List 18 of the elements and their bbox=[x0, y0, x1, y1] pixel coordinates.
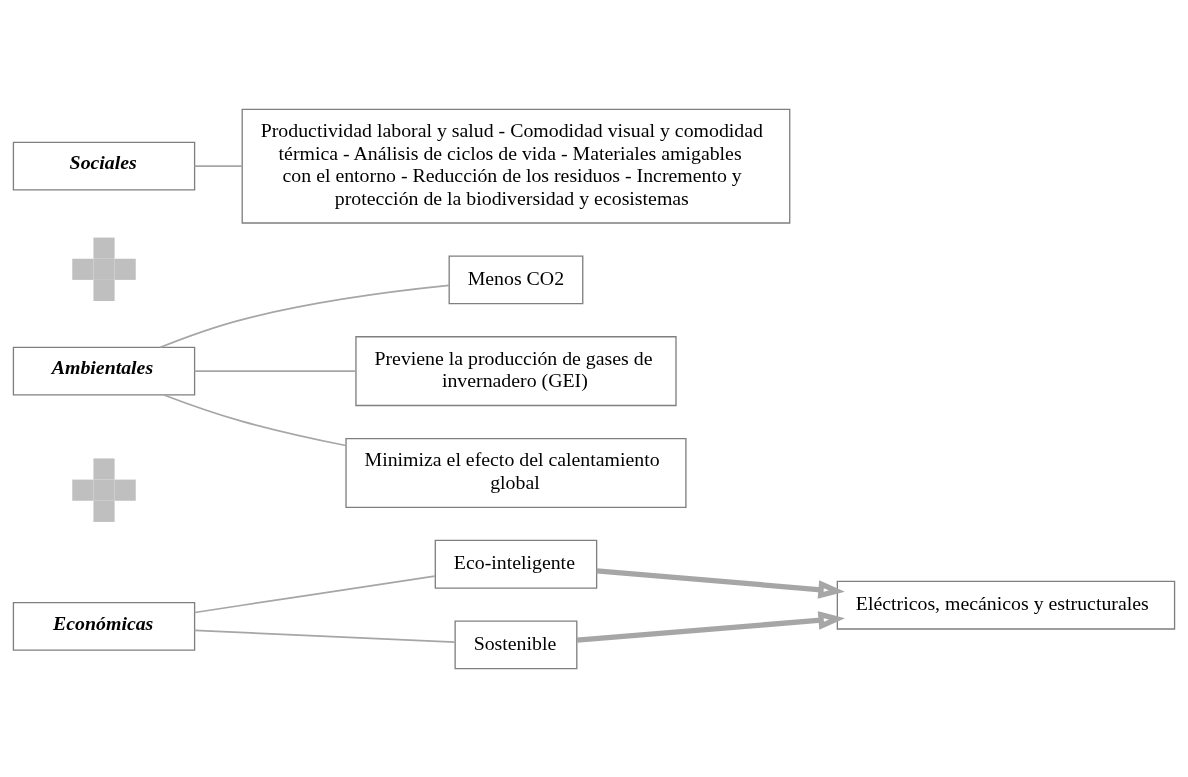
connector bbox=[163, 393, 347, 446]
connector bbox=[159, 284, 450, 348]
connector bbox=[193, 164, 244, 167]
node-box: Ambientales bbox=[12, 346, 196, 396]
connector bbox=[193, 574, 436, 613]
node-box: Previene la producción de gases de invernadero (GEI) bbox=[355, 335, 677, 406]
node-box: Eléctricos, mecánicos y estructurales bbox=[836, 580, 1176, 630]
arrow bbox=[596, 567, 845, 599]
node-box: Económicas bbox=[12, 601, 196, 651]
connector bbox=[193, 369, 357, 372]
node-box: Sociales bbox=[12, 141, 196, 191]
node-box: Menos CO2 bbox=[448, 254, 584, 304]
node-box: Eco-inteligente bbox=[434, 539, 598, 589]
node-box: Productividad laboral y salud - Comodidad visual y comodidad térmica - Análisis de ciclos de vida - Materiales amigables con el entorno - Reducción de los residuos - Incremento y protección de la biodiversidad y ecosistemas bbox=[241, 108, 791, 224]
node-box: Sostenible bbox=[454, 619, 578, 669]
connector bbox=[193, 629, 456, 643]
arrow bbox=[576, 610, 845, 643]
node-box: Minimiza el efecto del calentamiento global bbox=[345, 437, 687, 508]
